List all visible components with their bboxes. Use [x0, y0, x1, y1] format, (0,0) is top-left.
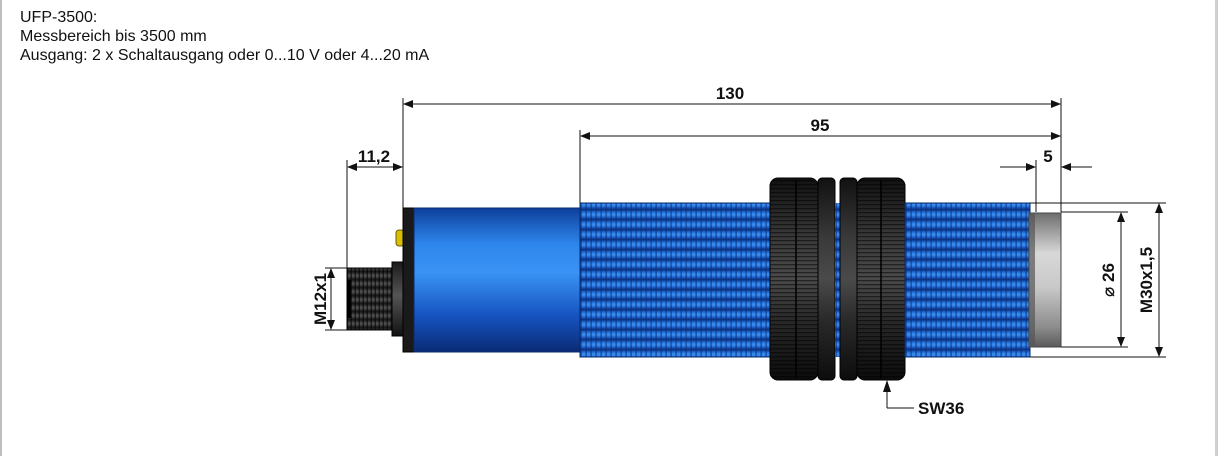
dim-total-length: 130	[716, 84, 744, 103]
housing-smooth	[413, 207, 583, 353]
sw36-arrowhead	[883, 380, 891, 392]
product-description: UFP-3500: Messbereich bis 3500 mm Ausgan…	[20, 8, 429, 65]
frame-border-left	[0, 0, 2, 456]
washer-rear	[817, 177, 836, 381]
housing-thread-front	[904, 202, 1031, 358]
dim-housing-thread: M30x1,5	[1137, 247, 1156, 313]
dim-wrench-size: SW36	[918, 399, 964, 418]
dim-connector-thread: M12x1	[311, 273, 330, 325]
thread-gap	[835, 203, 840, 357]
dim-face-offset: 5	[1043, 147, 1052, 166]
frame-border-right	[1215, 0, 1218, 456]
lock-nut-rear	[769, 177, 819, 381]
housing-thread-rear	[579, 202, 773, 358]
dim-thread-length: 95	[811, 116, 830, 135]
measuring-range: Messbereich bis 3500 mm	[20, 28, 207, 45]
output-spec: Ausgang: 2 x Schaltausgang oder 0...10 V…	[20, 47, 430, 64]
lock-nut-front	[856, 177, 906, 381]
dim-connector-length: 11,2	[358, 147, 390, 166]
model-name: UFP-3500:	[20, 9, 98, 26]
sensor-body	[346, 177, 1062, 381]
dim-face-diameter: ⌀ 26	[1099, 263, 1118, 297]
dimension-lines	[325, 98, 1166, 409]
rear-cap	[402, 207, 416, 353]
washer-front	[839, 177, 858, 381]
m12-connector	[346, 261, 405, 337]
